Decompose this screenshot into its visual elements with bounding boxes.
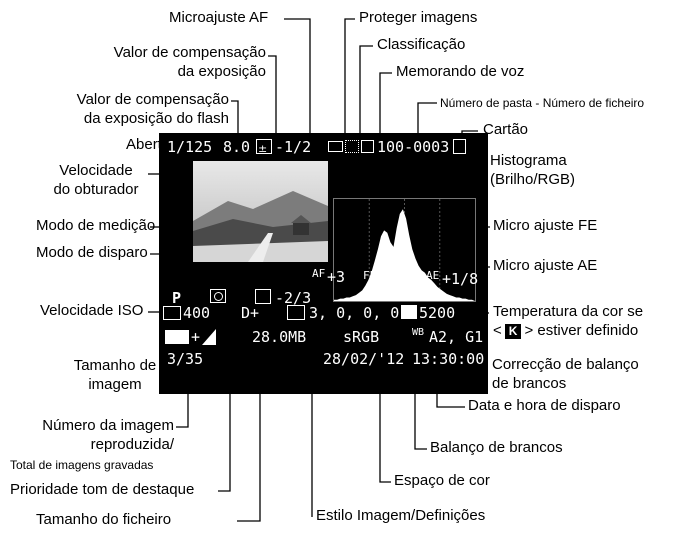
flash-comp-value: -2/3 xyxy=(275,289,312,307)
label-micro-ae: Micro ajuste AE xyxy=(493,257,598,274)
label-valor-comp-flash: Valor de compensação da exposição do fla… xyxy=(76,91,229,127)
k-icon: K xyxy=(504,323,522,339)
raw-icon xyxy=(165,330,189,344)
label-temperatura-cor: Temperatura da cor se <K> estiver defini… xyxy=(493,303,644,339)
shooting-mode: P xyxy=(172,289,182,307)
picture-style-value: 3, 0, 0, 0 xyxy=(309,304,400,322)
label-valor-comp-exposicao: Valor de compensação da exposição xyxy=(113,44,266,80)
histogram-area xyxy=(334,209,475,301)
label-classificacao: Classificação xyxy=(377,36,466,53)
label-velocidade-iso: Velocidade ISO xyxy=(40,302,144,319)
label-estilo: Estilo Imagem/Definições xyxy=(316,507,486,524)
ae-adj-value: +1/8 xyxy=(442,270,479,288)
label-micro-fe: Micro ajuste FE xyxy=(493,217,598,234)
flash-comp-icon xyxy=(255,289,271,304)
label-tamanho-ficheiro: Tamanho do ficheiro xyxy=(36,511,172,528)
af-adj-value: +3 xyxy=(327,268,346,286)
picture-style-icon xyxy=(287,305,305,320)
label-cartao: Cartão xyxy=(483,121,529,138)
color-temp-value: 5200 xyxy=(419,304,456,322)
priority-value: D+ xyxy=(241,304,260,322)
label-tamanho-imagem: Tamanho de imagem xyxy=(73,357,157,393)
voice-memo-icon xyxy=(361,140,374,153)
wb-shift-value: A2, G1 xyxy=(429,328,484,346)
shutter-speed: 1/125 xyxy=(167,138,213,156)
label-modo-medicao: Modo de medição xyxy=(36,217,156,234)
rating-icon xyxy=(345,140,359,153)
label-data-hora: Data e hora de disparo xyxy=(468,397,621,414)
label-total-imagens: Total de imagens gravadas xyxy=(10,458,154,472)
folder-file-number: 100-0003 xyxy=(377,138,450,156)
histogram xyxy=(333,198,476,302)
svg-text:±: ± xyxy=(258,142,267,153)
label-memorando-voz: Memorando de voz xyxy=(396,63,525,80)
label-numero-pasta: Número de pasta - Número de ficheiro xyxy=(440,96,645,110)
exposure-comp-icon: ± xyxy=(256,139,272,155)
quality-suffix: + xyxy=(191,328,201,346)
color-space-value: sRGB xyxy=(343,328,380,346)
label-velocidade-obturador: Velocidade do obturador xyxy=(53,162,139,198)
exposure-comp-value: -1/2 xyxy=(275,138,312,156)
iso-value: 400 xyxy=(183,304,211,322)
label-numero-imagem: Número da imagem reproduzida/ xyxy=(42,417,174,453)
image-count: 3/35 xyxy=(167,350,204,368)
file-size-value: 28.0MB xyxy=(252,328,307,346)
card-icon xyxy=(453,139,466,154)
histogram-plot xyxy=(334,199,475,301)
label-balanco-brancos: Balanço de brancos xyxy=(430,439,563,456)
jpeg-quality-icon xyxy=(202,329,216,345)
label-correccao-balanco: Correcção de balanço de brancos xyxy=(492,356,639,392)
camera-screen: 1/125 8.0 ± -1/2 100-0003 xyxy=(159,133,488,394)
protect-icon xyxy=(328,141,343,152)
metering-icon xyxy=(210,289,226,303)
af-adj-icon: AF xyxy=(312,267,326,280)
label-prioridade: Prioridade tom de destaque xyxy=(10,481,195,498)
label-histograma: Histograma (Brilho/RGB) xyxy=(490,152,576,188)
label-microajuste-af: Microajuste AF xyxy=(169,9,269,26)
label-modo-disparo: Modo de disparo xyxy=(36,244,148,261)
shooting-time: 13:30:00 xyxy=(412,350,485,368)
aperture-value: 8.0 xyxy=(223,138,251,156)
label-proteger-imagens: Proteger imagens xyxy=(359,9,478,26)
color-temp-k-icon xyxy=(401,305,417,319)
iso-icon xyxy=(163,306,181,320)
label-espaco-cor: Espaço de cor xyxy=(394,472,490,489)
shooting-date: 28/02/'12 xyxy=(323,350,405,368)
ae-adj-icon: AE xyxy=(426,269,440,282)
photo-thumbnail xyxy=(193,161,328,262)
fe-adj-value: -2/8 xyxy=(380,270,417,288)
wb-shift-icon: WB xyxy=(412,327,425,338)
fe-adj-icon: FE xyxy=(363,269,377,282)
